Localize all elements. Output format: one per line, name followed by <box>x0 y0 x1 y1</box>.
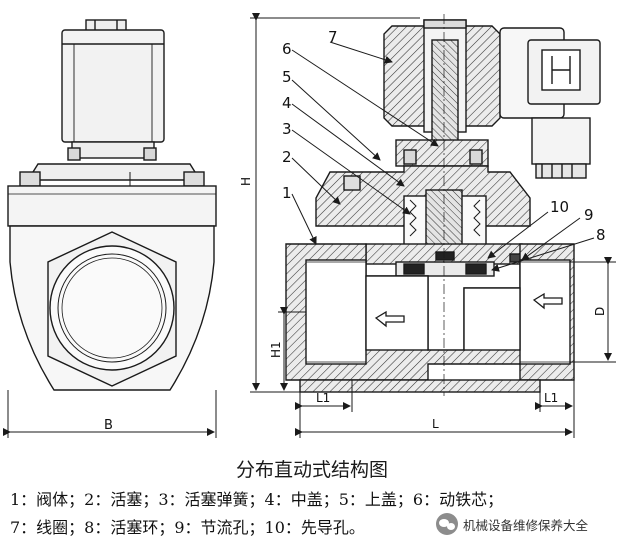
side-view <box>7 19 217 391</box>
dimension-lines <box>250 13 616 438</box>
dimension-b-label: B <box>104 418 113 433</box>
dimension-labels: H H1 D L1 L1 L <box>239 177 607 431</box>
callout-10: 10 <box>550 198 569 216</box>
dimension-b <box>3 390 217 438</box>
section-view <box>285 14 601 396</box>
callout-3: 3 <box>282 120 292 138</box>
callout-4: 4 <box>282 94 292 112</box>
callout-6: 6 <box>282 40 292 58</box>
callout-5: 5 <box>282 68 292 86</box>
diagram-title: 分布直动式结构图 <box>235 459 388 481</box>
legend-line-2: 7：线圈；8：活塞环；9：节流孔；10：先导孔。 <box>10 518 365 537</box>
dimension-l-label: L <box>432 417 439 431</box>
dimension-h-label: H <box>239 177 253 186</box>
callout-7: 7 <box>328 28 338 46</box>
watermark-text: 机械设备维修保养大全 <box>463 517 589 533</box>
callout-8: 8 <box>596 226 606 244</box>
callout-numbers: 7 6 5 4 3 2 1 10 9 8 <box>282 28 606 244</box>
flow-arrows <box>374 292 563 328</box>
callout-2: 2 <box>282 148 292 166</box>
wechat-icon <box>436 513 458 535</box>
callout-1: 1 <box>282 184 292 202</box>
dimension-h1-label: H1 <box>269 341 283 358</box>
callout-leaders <box>291 41 595 272</box>
dimension-l1-right-label: L1 <box>544 391 558 405</box>
legend-line-1: 1：阀体；2：活塞；3：活塞弹簧；4：中盖；5：上盖；6：动铁芯； <box>10 490 504 509</box>
callout-9: 9 <box>584 206 594 224</box>
dimension-d-label: D <box>593 307 607 316</box>
dimension-l1-left-label: L1 <box>316 391 330 405</box>
watermark: 机械设备维修保养大全 <box>436 512 588 536</box>
